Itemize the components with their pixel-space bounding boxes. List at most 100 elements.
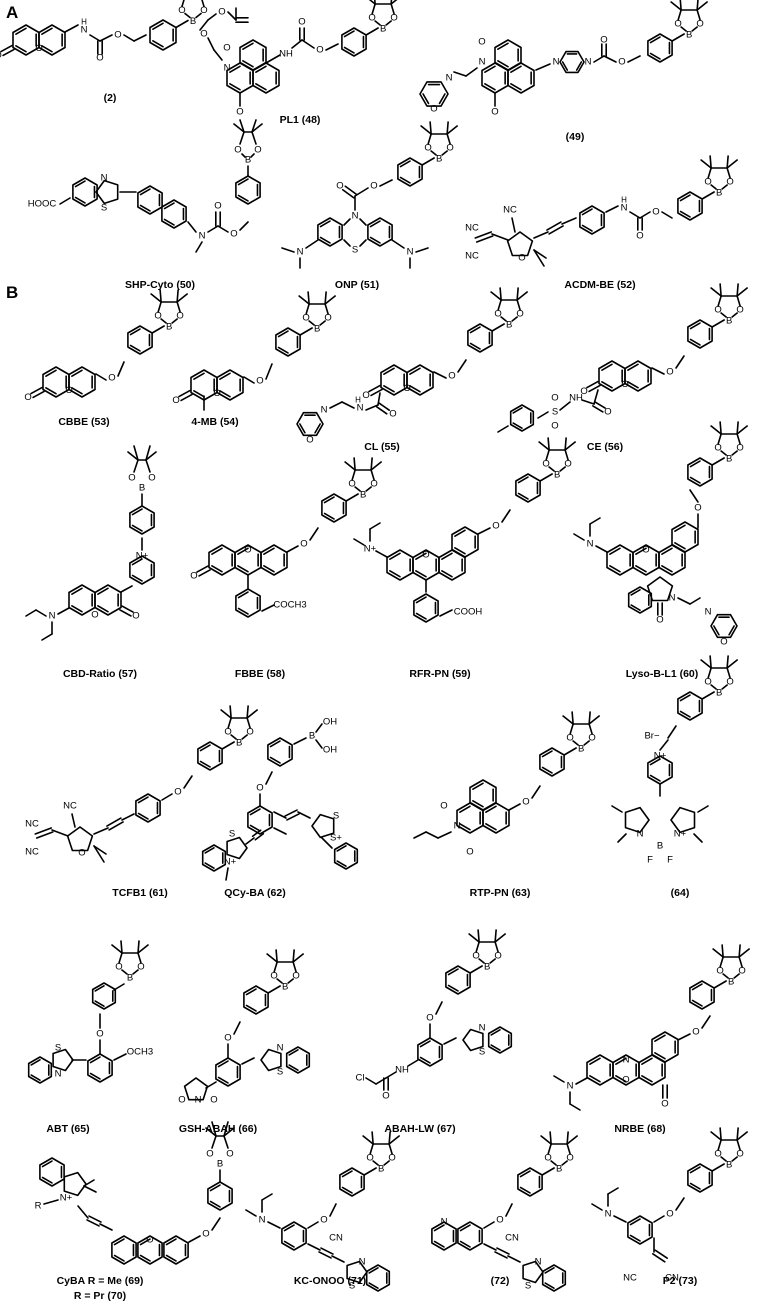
- double-bond: [2, 48, 15, 57]
- bond: [51, 829, 69, 837]
- ring: [317, 217, 343, 247]
- aromatic-bond: [469, 342, 481, 350]
- h-atom: H: [355, 396, 361, 405]
- methyl: [726, 155, 729, 169]
- aromatic-bond: [249, 824, 261, 832]
- boron-atom: B: [245, 155, 251, 166]
- carbonyl-oxygen: O: [132, 611, 139, 622]
- label-compound-51: ONP (51): [335, 279, 379, 291]
- aromatic-bond: [409, 385, 421, 393]
- methyl: [710, 287, 722, 297]
- aromatic-bond: [459, 1240, 471, 1248]
- oxygen-atom: O: [716, 966, 723, 977]
- ring-bond: [717, 295, 722, 307]
- bond: [213, 49, 223, 61]
- ring-bond: [390, 3, 395, 15]
- label-compound-67: ABAH-LW (67): [384, 1123, 455, 1135]
- oxygen-atom: O: [388, 1153, 395, 1164]
- o-atom: O: [234, 145, 241, 156]
- ring: [72, 177, 98, 207]
- methyl: [564, 437, 567, 451]
- bond: [35, 609, 47, 617]
- b-o-bond: [385, 20, 392, 26]
- bond: [581, 399, 595, 405]
- ring: [285, 1046, 311, 1074]
- ring-bond: [388, 1143, 393, 1155]
- bond: [589, 517, 601, 525]
- cyano: NC: [623, 1273, 637, 1284]
- ring-bond: [547, 1143, 552, 1155]
- aromatic-bond: [689, 322, 701, 330]
- methyl: [696, 0, 699, 11]
- o-atom: O: [491, 107, 498, 118]
- o-atom: O: [224, 1033, 231, 1044]
- phenyl-ring: [445, 965, 471, 995]
- b-o-bond: [441, 150, 448, 156]
- nh-atom: NH: [279, 49, 293, 60]
- methyl: [494, 929, 497, 943]
- double-bond: [588, 384, 601, 393]
- aromatic-bond: [422, 93, 430, 105]
- bond: [365, 1077, 377, 1085]
- ring: [281, 1221, 307, 1251]
- o-atom: O: [656, 615, 663, 626]
- aromatic-bond: [415, 570, 427, 578]
- o-atom: O: [256, 376, 263, 387]
- bond: [343, 218, 351, 226]
- bond: [407, 1059, 419, 1067]
- o-atom: O: [694, 503, 701, 514]
- carbonyl-oxygen: O: [172, 395, 179, 406]
- o-atom: O: [230, 229, 237, 240]
- ring: [457, 1221, 483, 1251]
- aromatic-bond: [689, 1166, 701, 1174]
- bond: [241, 153, 246, 158]
- bond: [701, 1015, 711, 1029]
- aromatic-bond: [242, 42, 254, 50]
- n-atom: N: [81, 25, 88, 36]
- ring: [487, 1026, 513, 1054]
- aromatic-bond: [45, 387, 57, 395]
- cyano: NC: [25, 819, 39, 830]
- double-bond: [108, 821, 124, 831]
- amide-n: N: [357, 403, 364, 414]
- ring-bond: [717, 433, 722, 445]
- n-atom: N: [407, 247, 414, 258]
- o-atom: O: [96, 53, 103, 64]
- methyl: [721, 944, 724, 958]
- bond: [661, 211, 673, 219]
- aromatic-bond: [129, 328, 141, 336]
- aromatic-bond: [341, 1186, 353, 1194]
- aromatic-bond: [219, 372, 231, 380]
- double-bond: [88, 1215, 102, 1223]
- o-atom: O: [522, 797, 529, 808]
- ring-bond: [176, 301, 181, 313]
- aromatic-bond: [94, 985, 105, 992]
- phenyl-ring: [243, 985, 269, 1015]
- methyl: [292, 953, 304, 963]
- methyl: [540, 1135, 552, 1145]
- double-bond: [370, 388, 383, 397]
- carbonyl-o: O: [440, 801, 447, 812]
- amine-n: N: [605, 1209, 612, 1220]
- oxygen-atom: O: [736, 1149, 743, 1160]
- oxygen-atom: O: [674, 19, 681, 30]
- o-atom: O: [604, 407, 611, 418]
- o-atom: O: [692, 1027, 699, 1038]
- b-o-bond: [721, 684, 728, 690]
- methyl: [719, 421, 722, 435]
- methyl: [516, 287, 519, 301]
- ring-bond: [369, 1143, 374, 1155]
- thiazole-n: N: [277, 1043, 284, 1054]
- aromatic-bond: [649, 758, 661, 766]
- double-bond: [548, 225, 564, 235]
- o-atom: O: [496, 1215, 503, 1226]
- bond: [315, 739, 323, 749]
- bond: [369, 522, 381, 530]
- maleimide-ring: [183, 1077, 209, 1101]
- aromatic-bond: [589, 1057, 601, 1065]
- bond: [591, 1203, 603, 1211]
- b-o-bond: [365, 486, 372, 492]
- bond: [639, 211, 651, 219]
